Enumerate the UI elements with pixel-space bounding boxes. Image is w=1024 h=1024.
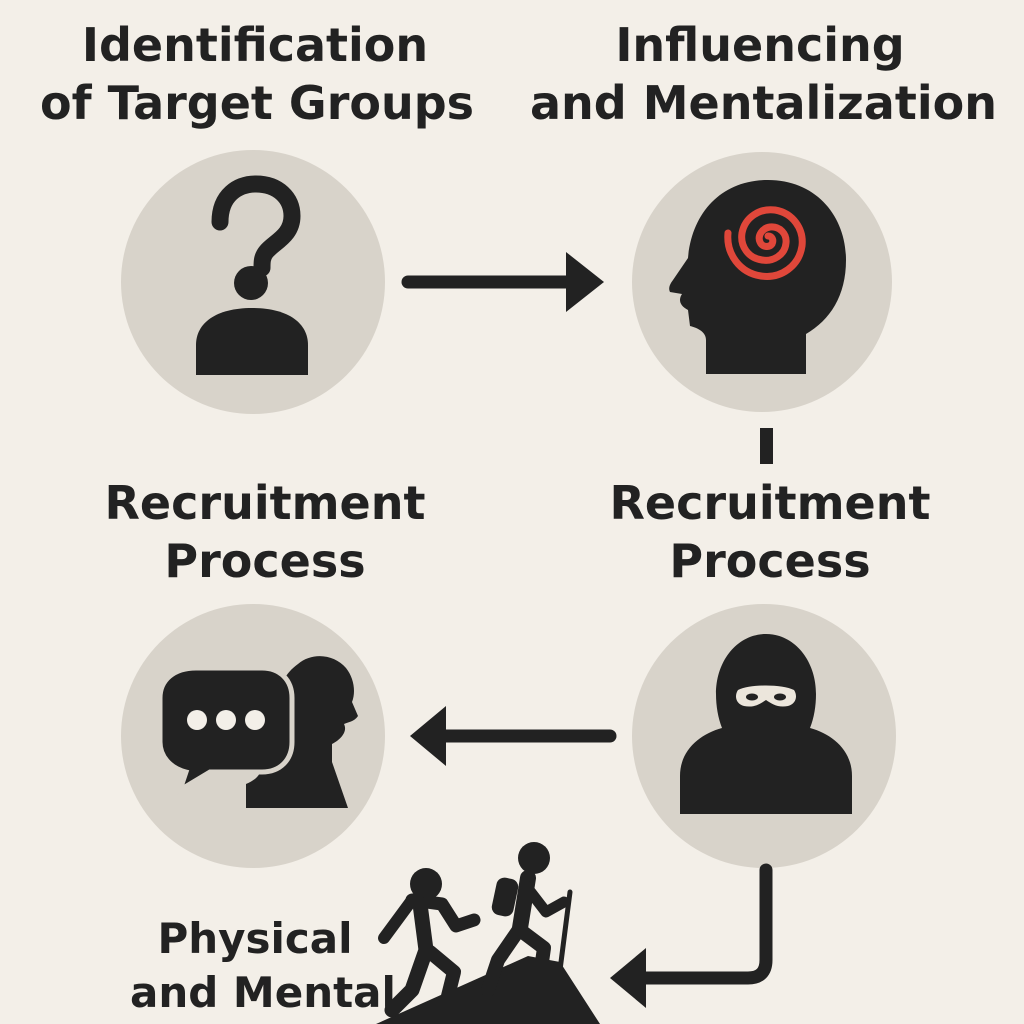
step-label-recruitment-left: Recruitment Process: [60, 474, 470, 590]
arrow-down-left: [610, 863, 773, 1008]
step-label-physical-mental: Physical and Mental: [130, 912, 396, 1020]
label-line: Recruitment: [104, 476, 426, 530]
connector-segment: [760, 428, 773, 464]
label-line: and Mental: [130, 968, 396, 1017]
arrow-left: [410, 706, 617, 766]
chat-bubble-head-icon: [121, 604, 385, 868]
arrow-right: [401, 252, 604, 312]
person-question-icon: [121, 150, 385, 414]
label-line: Physical: [157, 914, 353, 963]
step-label-recruitment-right: Recruitment Process: [560, 474, 980, 590]
label-line: Process: [669, 534, 871, 588]
step-label-identification: Identification of Target Groups: [40, 16, 475, 132]
label-line: Process: [164, 534, 366, 588]
label-line: Identification: [81, 18, 429, 72]
label-line: Influencing: [615, 18, 905, 72]
hikers-climbing-mountain-icon: [376, 842, 600, 1024]
step-label-influencing: Influencing and Mentalization: [530, 16, 997, 132]
masked-hooded-figure-icon: [632, 604, 896, 868]
label-line: of Target Groups: [40, 76, 475, 130]
head-spiral-icon: [632, 152, 892, 412]
label-line: and Mentalization: [530, 76, 997, 130]
label-line: Recruitment: [609, 476, 931, 530]
